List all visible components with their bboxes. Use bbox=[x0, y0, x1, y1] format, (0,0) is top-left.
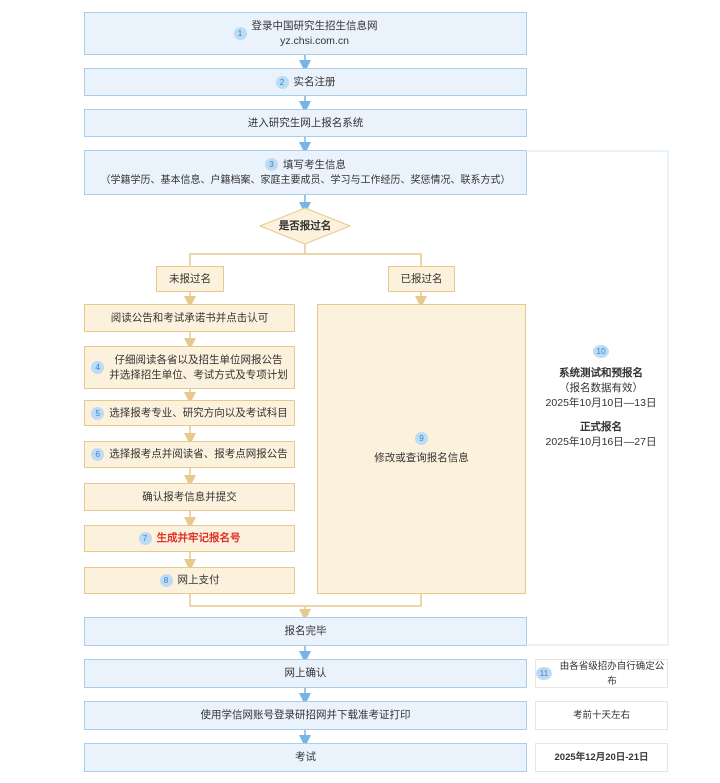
step-detail: （学籍学历、基本信息、户籍档案、家庭主要成员、学习与工作经历、奖惩情况、联系方式… bbox=[100, 174, 511, 186]
step-label: 实名注册 bbox=[293, 75, 336, 88]
step-exam: 考试 bbox=[84, 743, 527, 772]
step-select-exam-site: 6 选择报考点并阅读省、报考点网报公告 bbox=[84, 441, 295, 468]
step-registration-complete: 报名完毕 bbox=[84, 617, 527, 646]
step-number: 7 bbox=[138, 532, 152, 545]
step-number: 2 bbox=[275, 75, 289, 89]
step-number: 3 bbox=[265, 158, 278, 172]
step-label: 进入研究生网上报名系统 bbox=[247, 116, 364, 129]
step-number: 11 bbox=[536, 667, 552, 680]
pre-registration-title: 系统测试和预报名 bbox=[559, 367, 643, 379]
side-registration-schedule: 10 系统测试和预报名 （报名数据有效） 2025年10月10日—13日 正式报… bbox=[536, 340, 666, 455]
step-number: 10 bbox=[593, 345, 609, 358]
step-online-confirmation: 网上确认 bbox=[84, 659, 527, 688]
step-number: 6 bbox=[91, 448, 105, 461]
merge-lines bbox=[189, 594, 422, 607]
step-fill-info: 3 填写考生信息 （学籍学历、基本信息、户籍档案、家庭主要成员、学习与工作经历、奖… bbox=[84, 150, 527, 195]
step-number: 8 bbox=[159, 574, 173, 587]
step-label-highlight: 生成并牢记报名号 bbox=[156, 532, 241, 544]
side-bracket bbox=[528, 150, 669, 646]
branch-lines bbox=[189, 253, 422, 266]
step-confirm-submit: 确认报考信息并提交 bbox=[84, 483, 295, 511]
step-label: 选择报考专业、研究方向以及考试科目 bbox=[109, 406, 288, 419]
formal-registration-date: 2025年10月16日—27日 bbox=[545, 436, 657, 448]
pre-registration-date: 2025年10月10日—13日 bbox=[545, 397, 657, 409]
step-label: 选择报考点并阅读省、报考点网报公告 bbox=[109, 448, 288, 460]
side-confirmation-note: 11 由各省级招办自行确定公布 bbox=[535, 659, 668, 688]
step-number: 1 bbox=[233, 27, 247, 40]
step-title: 填写考生信息 bbox=[283, 158, 346, 171]
pre-registration-note: （报名数据有效） bbox=[559, 382, 643, 394]
step-number: 9 bbox=[415, 432, 428, 445]
decision-diamond bbox=[258, 207, 352, 245]
step-real-name-registration: 2 实名注册 bbox=[84, 68, 527, 96]
step-number: 5 bbox=[91, 406, 105, 420]
formal-registration-title: 正式报名 bbox=[580, 421, 622, 433]
step-label: 网上支付 bbox=[177, 574, 220, 586]
side-print-time: 考前十天左右 bbox=[535, 701, 668, 730]
side-note-label: 由各省级招办自行确定公布 bbox=[559, 660, 665, 687]
step-enter-system: 进入研究生网上报名系统 bbox=[84, 109, 527, 137]
step-print-admission-ticket: 使用学信网账号登录研招网并下载准考证打印 bbox=[84, 701, 527, 730]
branch-not-registered: 未报过名 bbox=[156, 266, 224, 292]
step-label: 修改或查询报名信息 bbox=[374, 452, 469, 464]
step-line2: 并选择招生单位、考试方式及专项计划 bbox=[109, 368, 288, 381]
site-url: yz.chsi.com.cn bbox=[280, 34, 349, 47]
step-line1: 仔细阅读各省以及招生单位网报公告 bbox=[114, 353, 283, 366]
step-number: 4 bbox=[91, 361, 105, 374]
step-generate-number: 7 生成并牢记报名号 bbox=[84, 525, 295, 552]
step-title: 登录中国研究生招生信息网 bbox=[251, 19, 378, 32]
step-modify-query: 9 修改或查询报名信息 bbox=[317, 304, 526, 594]
branch-registered: 已报过名 bbox=[388, 266, 455, 292]
step-select-major: 5 选择报考专业、研究方向以及考试科目 bbox=[84, 400, 295, 426]
side-exam-date: 2025年12月20日-21日 bbox=[535, 743, 668, 772]
step-login: 1 登录中国研究生招生信息网 yz.chsi.com.cn bbox=[84, 12, 527, 55]
step-read-notice: 阅读公告和考试承诺书并点击认可 bbox=[84, 304, 295, 332]
step-online-payment: 8 网上支付 bbox=[84, 567, 295, 594]
decision-label: 是否报过名 bbox=[278, 219, 332, 232]
step-select-unit: 4 仔细阅读各省以及招生单位网报公告 并选择招生单位、考试方式及专项计划 bbox=[84, 346, 295, 389]
